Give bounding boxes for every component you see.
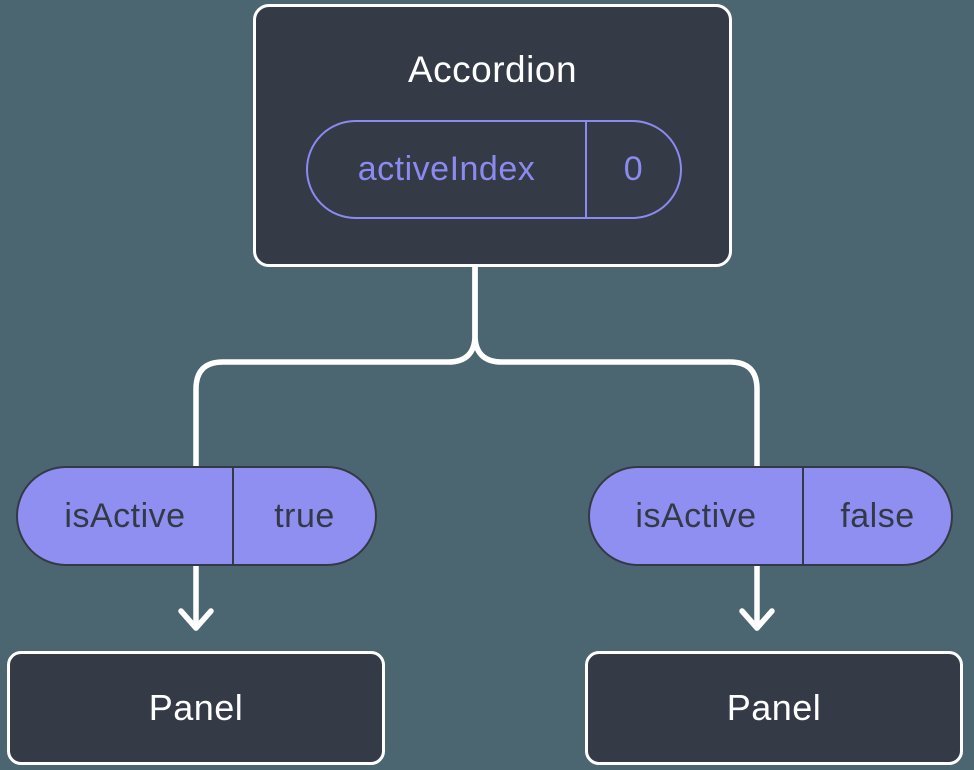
branch-right-path — [472, 261, 760, 631]
panel-box-left: Panel — [7, 651, 385, 765]
prop-pill-right-label: isActive — [590, 468, 804, 564]
panel-box-right: Panel — [585, 651, 963, 765]
panel-right-title: Panel — [726, 687, 822, 728]
state-pill-value: 0 — [623, 150, 644, 188]
prop-pill-left-value: true — [274, 496, 335, 535]
branch-left-path — [193, 261, 478, 631]
prop-pill-left-label: isActive — [18, 468, 234, 564]
state-pill: activeIndex 0 — [306, 120, 682, 219]
prop-pill-right-value: false — [840, 496, 915, 535]
root-component-box: Accordion activeIndex 0 — [253, 4, 732, 267]
prop-pill-right: isActive false — [588, 466, 953, 566]
root-component-title: Accordion — [407, 49, 578, 90]
arrow-down-right-icon — [739, 608, 775, 631]
prop-pill-left: isActive true — [16, 466, 377, 566]
arrow-down-left-icon — [178, 608, 214, 631]
panel-left-title: Panel — [148, 687, 244, 728]
state-pill-label: activeIndex — [308, 122, 587, 217]
